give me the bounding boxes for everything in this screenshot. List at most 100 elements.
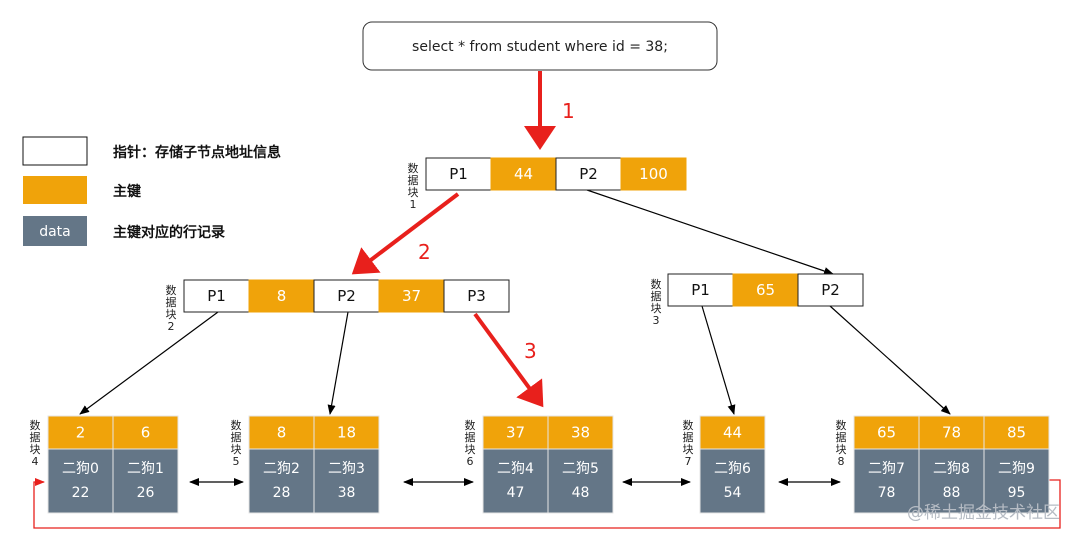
leaf-key-cell (248, 415, 315, 450)
leaf-7-label-char: 据 (683, 430, 694, 444)
pointer-label: P2 (579, 165, 598, 183)
leaf-key-cell (47, 415, 114, 450)
leaf-key-value: 18 (337, 424, 356, 442)
leaf-key-cell (983, 415, 1050, 450)
leaf-key-cell (313, 415, 380, 450)
record-name: 二狗5 (562, 461, 599, 477)
leaf-data-cell (482, 448, 549, 514)
leaf-8-label-char: 数 (836, 419, 847, 432)
leaf-data-cell (918, 448, 985, 514)
pointer-cell (443, 279, 510, 313)
pointer-cell (797, 273, 864, 307)
search-path: 1 2 3 (351, 71, 575, 408)
legend-data-swatch-label: data (39, 224, 71, 240)
leaf-4-label-char: 据 (30, 430, 41, 444)
legend-pointer-label: 指针：存储子节点地址信息 (113, 144, 281, 161)
leaf-data-cell (313, 448, 380, 514)
leaf-data-cell (983, 448, 1050, 514)
query-box (362, 21, 718, 71)
pointer-cell (667, 273, 734, 307)
node-b2-label-char: 数 (166, 284, 177, 297)
search-arrow-3 (473, 312, 544, 408)
record-name: 二狗1 (127, 461, 164, 477)
tree-edges (79, 189, 951, 486)
leaf-key-value: 6 (141, 424, 151, 442)
pointer-label: P2 (337, 287, 356, 305)
leaf-7-label-char: 7 (685, 455, 692, 468)
record-value: 22 (72, 485, 90, 501)
record-name: 二狗9 (998, 461, 1035, 477)
pointer-label: P3 (467, 287, 486, 305)
key-value: 100 (639, 165, 668, 183)
record-value: 47 (507, 485, 525, 501)
record-name: 二狗8 (933, 461, 970, 477)
pointer-label: P1 (207, 287, 226, 305)
node-b3-label-char: 块 (651, 302, 662, 315)
edge-b2-p2 (327, 311, 349, 415)
record-value: 95 (1008, 485, 1026, 501)
leaf-5-label-char: 数 (231, 419, 242, 432)
record-value: 38 (338, 485, 356, 501)
record-name: 二狗7 (868, 461, 905, 477)
leaf-data-cell (248, 448, 315, 514)
leaf-5-label-char: 5 (233, 455, 240, 468)
leaf-key-cell (547, 415, 614, 450)
leaf-4-label-char: 4 (32, 455, 39, 468)
node-b2-label-char: 据 (166, 295, 177, 309)
node-b2-label-char: 块 (166, 308, 177, 321)
leaf-data-cell (547, 448, 614, 514)
node-b3-label-char: 数 (651, 278, 662, 291)
leaf-circular-link (33, 478, 1061, 529)
leaf-6-label-char: 6 (467, 455, 474, 468)
record-name: 二狗6 (714, 461, 751, 477)
legend-key-swatch (23, 176, 87, 204)
node-b2-label-char: 2 (168, 320, 175, 333)
key-cell (378, 279, 445, 313)
node-b3-label-char: 3 (653, 314, 660, 327)
watermark: @稀土掘金技术社区 (907, 503, 1060, 523)
edge-b3-p1 (701, 305, 736, 415)
record-value: 54 (724, 485, 742, 501)
record-value: 26 (137, 485, 155, 501)
leaf-5-label-char: 块 (231, 443, 242, 456)
record-name: 二狗4 (497, 461, 534, 477)
leaf-data-cell (112, 448, 179, 514)
leaf-key-value: 85 (1007, 424, 1026, 442)
leaf-key-value: 65 (877, 424, 896, 442)
leaf-key-value: 2 (76, 424, 86, 442)
leaf-data-cell (853, 448, 920, 514)
record-value: 48 (572, 485, 590, 501)
edge-root-p2 (586, 189, 834, 275)
key-value: 8 (277, 287, 287, 305)
key-cell (620, 157, 687, 191)
leaf-6-label-char: 块 (465, 443, 476, 456)
leaf-key-value: 37 (506, 424, 525, 442)
leaf-node-7: 44 二狗6 54 (699, 415, 766, 514)
leaf-7-label-char: 块 (683, 443, 694, 456)
node-root-label-char: 据 (408, 173, 419, 187)
pointer-label: P2 (821, 281, 840, 299)
legend-pointer-swatch (22, 136, 88, 166)
leaf-7-label-char: 数 (683, 419, 694, 432)
leaf-key-value: 44 (723, 424, 742, 442)
leaf-8-label-char: 据 (836, 430, 847, 444)
leaf-key-value: 8 (277, 424, 287, 442)
key-value: 44 (514, 165, 533, 183)
record-name: 二狗0 (62, 461, 99, 477)
leaf-5-label-char: 据 (231, 430, 242, 444)
record-name: 二狗3 (328, 461, 365, 477)
leaf-4-label-char: 数 (30, 419, 41, 432)
step-1-label: 1 (562, 99, 575, 123)
key-cell (490, 157, 557, 191)
leaf-data-cell (47, 448, 114, 514)
leaf-8-label-char: 块 (836, 443, 847, 456)
leaf-data-cell (699, 448, 766, 514)
